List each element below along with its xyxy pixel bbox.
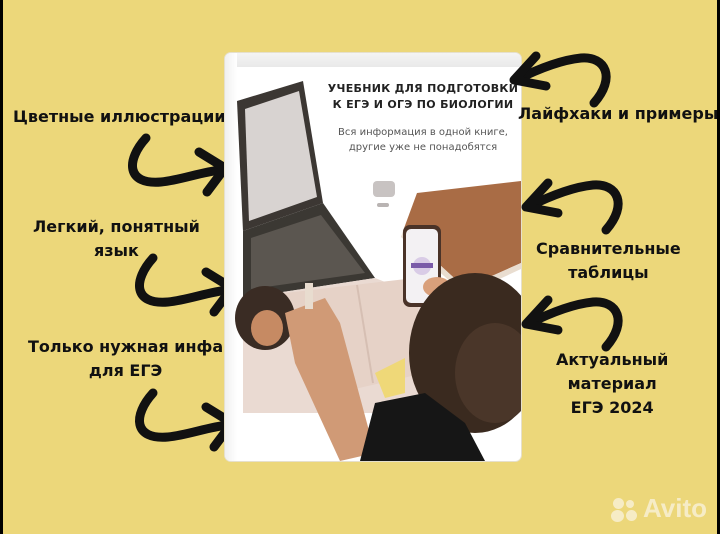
avito-text: Avito	[642, 493, 707, 523]
avito-dots-icon	[610, 496, 639, 522]
curved-arrow-right-icon	[128, 133, 230, 197]
curved-arrow-right-icon	[135, 388, 237, 452]
feature-actual-material: Актуальный материал ЕГЭ 2024	[556, 348, 668, 420]
feature-colored-illustrations: Цветные иллюстрации	[13, 105, 226, 129]
book-spine	[225, 53, 237, 461]
feature-text: Лайфхаки и примеры	[518, 104, 717, 123]
feature-text: Только нужная инфа	[28, 337, 224, 356]
feature-comparative-tables: Сравнительные таблицы	[536, 237, 681, 285]
avito-watermark: Avito	[610, 493, 707, 524]
curved-arrow-left-icon	[521, 295, 623, 352]
book-top-edge	[225, 53, 521, 67]
feature-text: язык	[93, 241, 139, 260]
book-title: УЧЕБНИК ДЛЯ ПОДГОТОВКИ К ЕГЭ И ОГЭ ПО БИ…	[325, 81, 521, 113]
cover-illustration	[235, 81, 521, 461]
curved-arrow-right-icon	[135, 253, 237, 317]
feature-text: Легкий, понятный	[33, 217, 200, 236]
feature-text: материал	[567, 374, 657, 393]
feature-text: Актуальный	[556, 350, 669, 369]
feature-text: для ЕГЭ	[88, 361, 163, 380]
book-subtitle: Вся информация в одной книге, другие уже…	[325, 125, 521, 155]
feature-lifehacks-examples: Лайфхаки и примеры	[518, 102, 717, 126]
book-subtitle-line: Вся информация в одной книге,	[338, 127, 508, 138]
feature-only-needed-info: Только нужная инфа для ЕГЭ	[28, 335, 223, 383]
feature-easy-language: Легкий, понятный язык	[33, 215, 200, 263]
feature-text: Цветные иллюстрации	[13, 107, 226, 126]
feature-text: таблицы	[568, 263, 649, 282]
curved-arrow-left-icon	[521, 178, 623, 235]
product-image: Цветные иллюстрации Легкий, понятный язы…	[3, 0, 717, 534]
feature-text: Сравнительные	[536, 239, 681, 258]
book-title-line: УЧЕБНИК ДЛЯ ПОДГОТОВКИ	[327, 82, 519, 95]
feature-text: ЕГЭ 2024	[570, 398, 654, 417]
book-subtitle-line: другие уже не понадобятся	[348, 142, 498, 153]
book-cover: УЧЕБНИК ДЛЯ ПОДГОТОВКИ К ЕГЭ И ОГЭ ПО БИ…	[225, 53, 521, 461]
book-title-line: К ЕГЭ И ОГЭ ПО БИОЛОГИИ	[332, 98, 514, 111]
curved-arrow-left-icon	[509, 51, 611, 108]
